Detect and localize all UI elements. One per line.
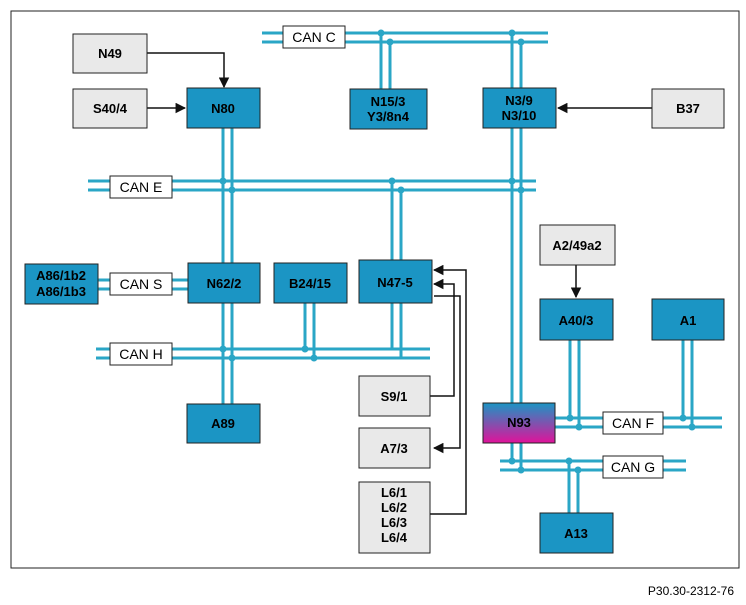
svg-text:B24/15: B24/15 — [289, 276, 331, 291]
svg-text:CAN S: CAN S — [120, 276, 163, 292]
svg-text:A13: A13 — [564, 526, 588, 541]
svg-text:S9/1: S9/1 — [381, 389, 408, 404]
input-s9-1: S9/1 — [358, 375, 431, 417]
bus-junctions — [219, 29, 696, 474]
svg-text:N49: N49 — [98, 46, 122, 61]
module-n80: N80 — [186, 87, 261, 129]
svg-text:A40/3: A40/3 — [559, 313, 594, 328]
input-a2-49a2: A2/49a2 — [539, 224, 616, 266]
module-a13: A13 — [539, 512, 614, 554]
bus-label-can-f: CAN F — [602, 411, 664, 435]
input-l6-group: L6/1 L6/2 L6/3 L6/4 — [358, 481, 431, 554]
svg-text:CAN E: CAN E — [120, 179, 163, 195]
signal-lines — [147, 52, 652, 515]
svg-text:Y3/8n4: Y3/8n4 — [367, 109, 410, 124]
module-a86: A86/1b2 A86/1b3 — [24, 263, 99, 305]
bus-label-can-s: CAN S — [109, 272, 173, 296]
input-b37: B37 — [651, 88, 725, 129]
bus-label-can-e: CAN E — [109, 175, 173, 199]
svg-text:A2/49a2: A2/49a2 — [552, 238, 601, 253]
svg-text:A86/1b2: A86/1b2 — [36, 268, 86, 283]
module-n62-2: N62/2 — [187, 262, 261, 304]
input-n49: N49 — [72, 33, 148, 74]
module-a40-3: A40/3 — [539, 298, 614, 341]
svg-text:S40/4: S40/4 — [93, 101, 128, 116]
svg-text:N80: N80 — [211, 101, 235, 116]
svg-text:A89: A89 — [211, 416, 235, 431]
svg-text:A1: A1 — [680, 313, 697, 328]
bus-label-can-g: CAN G — [602, 455, 664, 479]
svg-text:L6/2: L6/2 — [381, 500, 407, 515]
module-a89: A89 — [186, 403, 261, 444]
svg-text:A7/3: A7/3 — [380, 441, 407, 456]
svg-text:N62/2: N62/2 — [207, 276, 242, 291]
svg-text:L6/1: L6/1 — [381, 485, 407, 500]
bus-label-can-h: CAN H — [109, 342, 173, 366]
svg-text:A86/1b3: A86/1b3 — [36, 284, 86, 299]
svg-text:N47-5: N47-5 — [377, 275, 412, 290]
module-n93: N93 — [482, 402, 556, 444]
bus-label-can-c: CAN C — [282, 25, 346, 49]
module-n15-3: N15/3 Y3/8n4 — [349, 88, 428, 130]
svg-text:N3/9: N3/9 — [505, 93, 532, 108]
svg-text:CAN C: CAN C — [292, 29, 336, 45]
svg-text:CAN G: CAN G — [611, 459, 655, 475]
svg-text:N3/10: N3/10 — [502, 108, 537, 123]
module-n3-9: N3/9 N3/10 — [482, 87, 557, 129]
svg-text:CAN F: CAN F — [612, 415, 654, 431]
module-a1: A1 — [651, 298, 725, 341]
svg-text:L6/4: L6/4 — [381, 530, 408, 545]
input-a7-3: A7/3 — [358, 427, 431, 469]
input-s40-4: S40/4 — [72, 88, 148, 129]
module-b24-15: B24/15 — [273, 262, 348, 304]
svg-text:B37: B37 — [676, 101, 700, 116]
svg-text:N15/3: N15/3 — [371, 94, 406, 109]
figure-id: P30.30-2312-76 — [647, 584, 734, 598]
svg-text:L6/3: L6/3 — [381, 515, 407, 530]
module-n47-5: N47-5 — [358, 259, 433, 304]
svg-text:N93: N93 — [507, 415, 531, 430]
svg-text:CAN H: CAN H — [119, 346, 163, 362]
